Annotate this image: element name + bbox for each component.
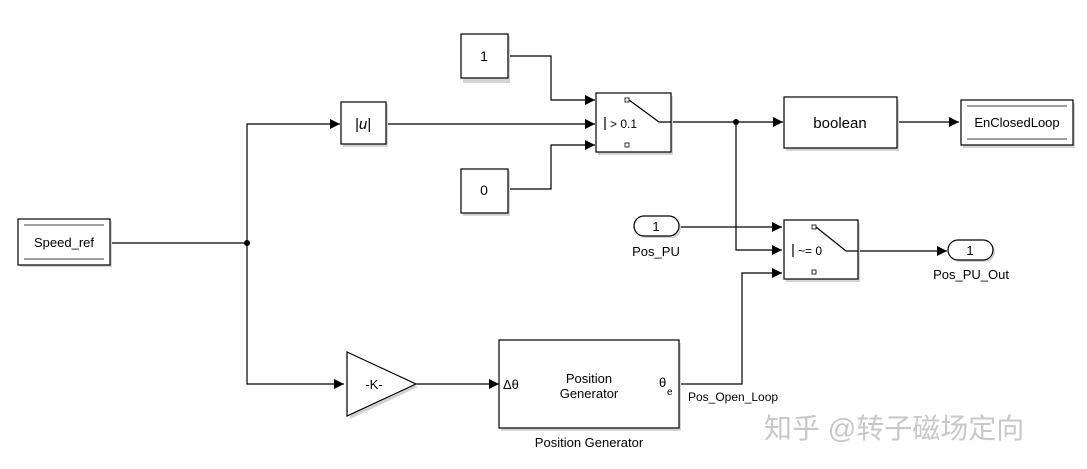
constant-one-value: 1 xyxy=(480,48,488,64)
gain-block[interactable]: -K- xyxy=(346,351,418,419)
constant-zero-value: 0 xyxy=(480,182,488,198)
posgen-output-port-label: θ xyxy=(659,375,666,390)
switch2-port-top-marker xyxy=(811,224,817,230)
speed-ref-block[interactable]: Speed_ref xyxy=(17,218,112,267)
constant-one-block[interactable]: 1 xyxy=(460,33,510,83)
wire-const-zero[interactable] xyxy=(508,140,595,190)
branch-point-speed xyxy=(244,240,250,246)
boolean-block[interactable]: boolean xyxy=(783,96,899,151)
switch1-port-bottom-marker xyxy=(624,142,630,148)
en-closed-loop-block[interactable]: EnClosedLoop xyxy=(960,99,1075,148)
abs-block[interactable]: |u| xyxy=(340,101,388,147)
pos-pu-out-number: 1 xyxy=(966,243,973,258)
boolean-label: boolean xyxy=(813,115,866,132)
wire-pos-open-loop[interactable] xyxy=(679,268,782,385)
constant-zero-block[interactable]: 0 xyxy=(460,168,510,216)
en-closed-loop-label: EnClosedLoop xyxy=(974,115,1059,130)
watermark: 知乎 @转子磁场定向 xyxy=(764,413,1024,444)
switch1-port-top-marker xyxy=(624,97,630,103)
switch1-threshold: > 0.1 xyxy=(610,117,637,131)
switch2-lever xyxy=(815,226,858,252)
switch-block-2[interactable]: ~= 0 xyxy=(783,219,860,282)
wire-to-switch2-control[interactable] xyxy=(735,122,782,255)
switch1-lever xyxy=(628,99,671,123)
posgen-caption: Position Generator xyxy=(535,435,644,450)
pos-pu-inport-name: Pos_PU xyxy=(632,244,680,259)
pos-pu-inport[interactable]: 1 Pos_PU xyxy=(632,215,681,259)
posgen-output-port-subscript: e xyxy=(667,387,673,398)
speed-ref-label: Speed_ref xyxy=(34,235,94,250)
position-generator-subsystem[interactable]: Position Generator Δθ θ e Position Gener… xyxy=(498,339,681,450)
branch-point-enable xyxy=(733,119,739,125)
wire-to-abs[interactable] xyxy=(246,119,340,243)
abs-label: |u| xyxy=(355,116,371,133)
gain-label: -K- xyxy=(365,377,382,392)
pos-open-loop-signal-label: Pos_Open_Loop xyxy=(688,390,778,404)
wire-const-one[interactable] xyxy=(508,55,595,105)
posgen-input-port-label: Δθ xyxy=(503,377,519,392)
pos-pu-out-outport[interactable]: 1 Pos_PU_Out xyxy=(933,239,1009,282)
switch2-threshold: ~= 0 xyxy=(798,244,822,258)
pos-pu-out-name: Pos_PU_Out xyxy=(933,267,1009,282)
wire-to-gain[interactable] xyxy=(246,243,344,389)
posgen-title-line2: Generator xyxy=(560,386,619,401)
pos-pu-inport-number: 1 xyxy=(652,219,659,234)
switch-block-1[interactable]: > 0.1 xyxy=(595,92,673,155)
switch2-port-bottom-marker xyxy=(811,269,817,275)
posgen-title-line1: Position xyxy=(566,371,612,386)
signal-lines xyxy=(110,55,959,389)
